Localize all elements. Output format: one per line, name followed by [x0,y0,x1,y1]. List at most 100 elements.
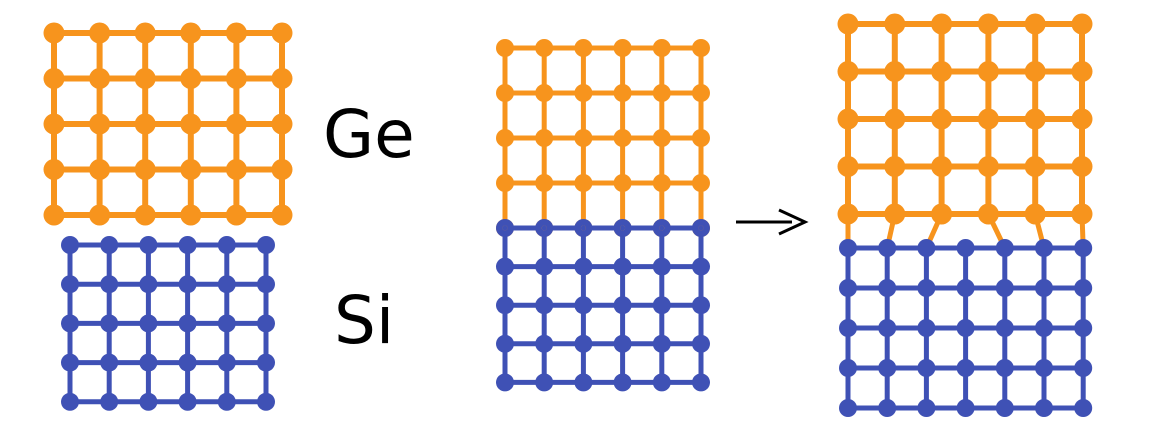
transition-arrow [736,208,809,236]
atom [837,61,859,82]
atom [837,156,859,177]
atom [257,353,275,372]
atom [692,84,710,102]
atom [496,373,514,392]
atom [574,39,593,57]
atom [535,257,554,276]
atom [217,314,236,333]
atom [1024,61,1046,82]
atom [496,257,514,276]
atom [839,319,857,337]
atom [1035,279,1053,297]
atom [1071,61,1093,82]
atom [931,13,953,35]
atom [271,68,293,89]
atom [1074,319,1093,337]
atom [217,236,236,254]
atom [178,392,197,411]
atom [652,373,671,392]
atom [837,13,859,35]
atom [89,159,111,180]
atom [61,314,79,333]
atom [178,236,197,254]
atom [1035,399,1053,417]
atom [100,353,119,372]
ge-label: Ge [323,96,415,173]
atom [257,314,275,333]
atom [652,129,671,147]
atom [225,159,247,180]
atom [178,275,197,294]
atom [574,373,593,392]
atom [652,334,671,353]
atom [89,22,111,44]
atom [89,204,111,226]
atom [496,296,514,315]
atom [535,129,554,147]
atom [917,399,936,417]
atom [43,204,65,226]
atom [574,129,593,147]
atom [89,68,111,89]
atom [956,279,975,297]
atom [692,296,710,315]
si-lattice-separate [61,236,275,411]
atom [61,275,79,294]
atom [61,236,79,254]
atom [878,279,897,297]
atom [837,108,859,130]
atom [884,108,906,130]
atom [837,203,859,225]
atom [1071,108,1093,130]
atom [652,296,671,315]
lattice-layer [43,13,1093,417]
atom [217,392,236,411]
atom [1074,399,1093,417]
atom [1035,239,1053,257]
atom [1024,13,1046,35]
atom [878,239,897,257]
atom [100,392,119,411]
atom [884,13,906,35]
atom [139,314,158,333]
atom [180,68,202,89]
atom [180,22,202,44]
atom [217,275,236,294]
atom [535,296,554,315]
atom [839,359,857,377]
atom [1035,319,1053,337]
atom [535,39,554,57]
atom [574,84,593,102]
atom [271,204,293,226]
ge-lattice-separate [43,22,293,226]
atom [652,174,671,192]
atom [692,174,710,192]
atom [271,159,293,180]
atom [839,279,857,297]
atom [839,239,857,257]
atom [1071,156,1093,177]
atom [139,236,158,254]
atom [884,61,906,82]
atom [917,359,936,377]
atom [139,392,158,411]
atom [839,399,857,417]
atom [496,334,514,353]
atom [574,174,593,192]
atom [652,39,671,57]
atom [574,257,593,276]
atom [652,84,671,102]
atom [180,204,202,226]
atom [977,108,999,130]
atom [613,84,632,102]
atom [931,108,953,130]
atom [956,319,975,337]
atom [977,61,999,82]
atom [134,159,156,180]
atom [139,275,158,294]
atom [180,113,202,135]
atom [43,159,65,180]
atom [257,275,275,294]
atom [613,334,632,353]
